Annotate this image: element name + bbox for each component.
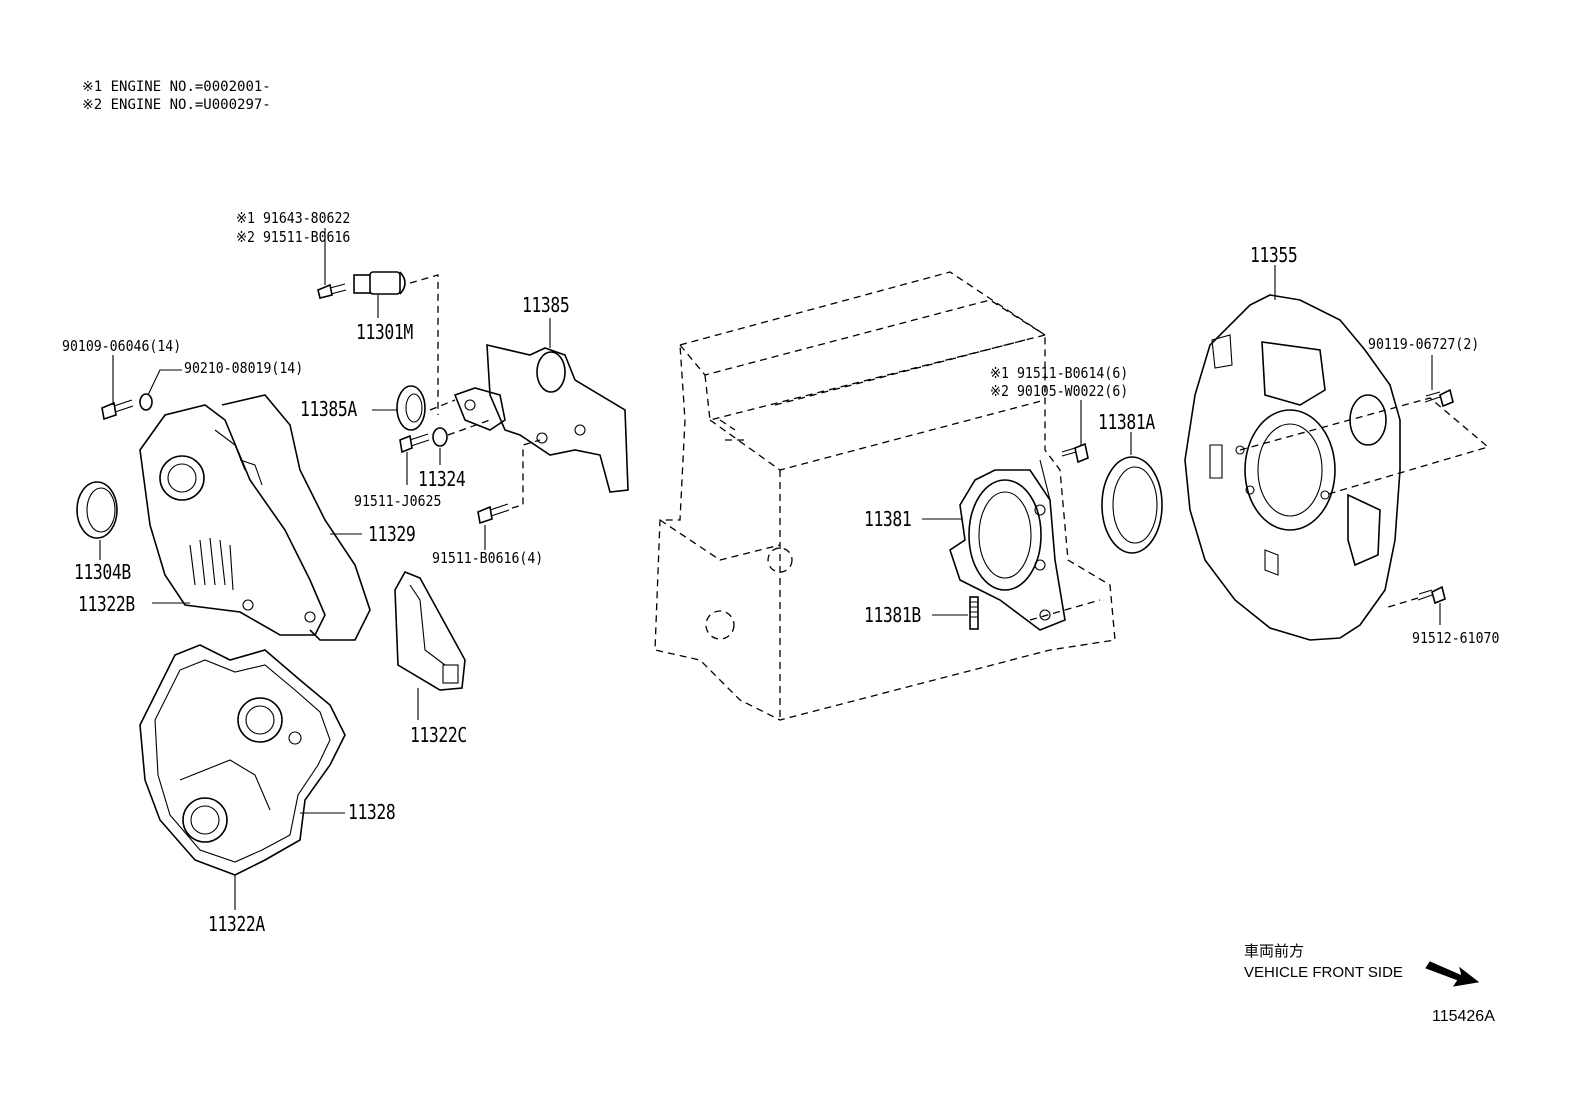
vehicle-front-en: VEHICLE FRONT SIDE [1244,964,1403,981]
label-11381b: 11381B [864,603,921,627]
oil-seal-retainer-11381 [949,459,1066,631]
collar-11324 [432,419,491,447]
label-11329: 11329 [368,522,416,546]
label-11385a: 11385A [300,397,357,421]
bolt-91511-b0616 [477,439,541,525]
upper-timing-cover-11322b [139,404,326,636]
label-90119-06727: 90119-06727(2) [1368,335,1480,353]
bolt-91512 [1384,585,1446,609]
end-plate-11355 [1184,294,1490,641]
vehicle-front-arrow-icon [1425,961,1480,987]
label-91643-80622: ※1 91643-80622 [236,209,351,227]
label-11301m: 11301M [356,320,413,344]
label-91511-b0616-alt: ※2 91511-B0616 [236,228,351,246]
label-11322b: 11322B [78,592,135,616]
lower-timing-cover-11322a [139,644,346,876]
bolt-91643 [317,283,347,299]
sensor-bracket [453,387,506,431]
label-11324: 11324 [418,467,466,491]
plug-11304b [76,481,118,539]
bolt-91511-b0614 [1061,442,1089,464]
engine-number-notes: ※1 ENGINE NO.=0002001- ※2 ENGINE NO.=U00… [82,80,271,112]
bolt-90119 [1424,388,1454,408]
label-91511-b0616-4: 91511-B0616(4) [432,549,544,567]
label-11385: 11385 [522,293,570,317]
label-91512-61070: 91512-61070 [1412,629,1500,647]
washer-90210 [139,393,153,411]
spacer-11322c [394,570,466,691]
label-91511-b0614: ※1 91511-B0614(6) [990,364,1129,382]
label-11381: 11381 [864,507,912,531]
label-11304b: 11304B [74,560,131,584]
stud-11381b [969,596,979,630]
engine-note-2: ※2 ENGINE NO.=U000297- [82,97,271,113]
engine-block-outline [654,271,1116,721]
label-11322c: 11322C [410,723,467,747]
bolt-90109 [101,399,134,421]
oil-seal-11381a [1101,456,1163,554]
engine-note-1: ※1 ENGINE NO.=0002001- [82,79,271,95]
label-90210-08019: 90210-08019(14) [184,359,304,377]
bolt-91511-j0625 [399,433,430,454]
sensor-11301m [353,271,439,415]
label-90109-06046: 90109-06046(14) [62,337,182,355]
oil-seal-11385a [396,385,456,431]
bracket-plate-11385 [486,343,629,493]
label-11328: 11328 [348,800,396,824]
label-11322a: 11322A [208,912,265,936]
vehicle-front-jp: 車両前方 [1244,943,1305,960]
label-11355: 11355 [1250,243,1298,267]
label-91511-j0625: 91511-J0625 [354,492,442,510]
label-90105-w0022: ※2 90105-W0022(6) [990,382,1129,400]
leader-lines [99,228,1441,910]
figure-id: 115426A [1432,1008,1495,1025]
label-11381a: 11381A [1098,410,1155,434]
timing-cover-gasket-11329 [221,394,371,641]
